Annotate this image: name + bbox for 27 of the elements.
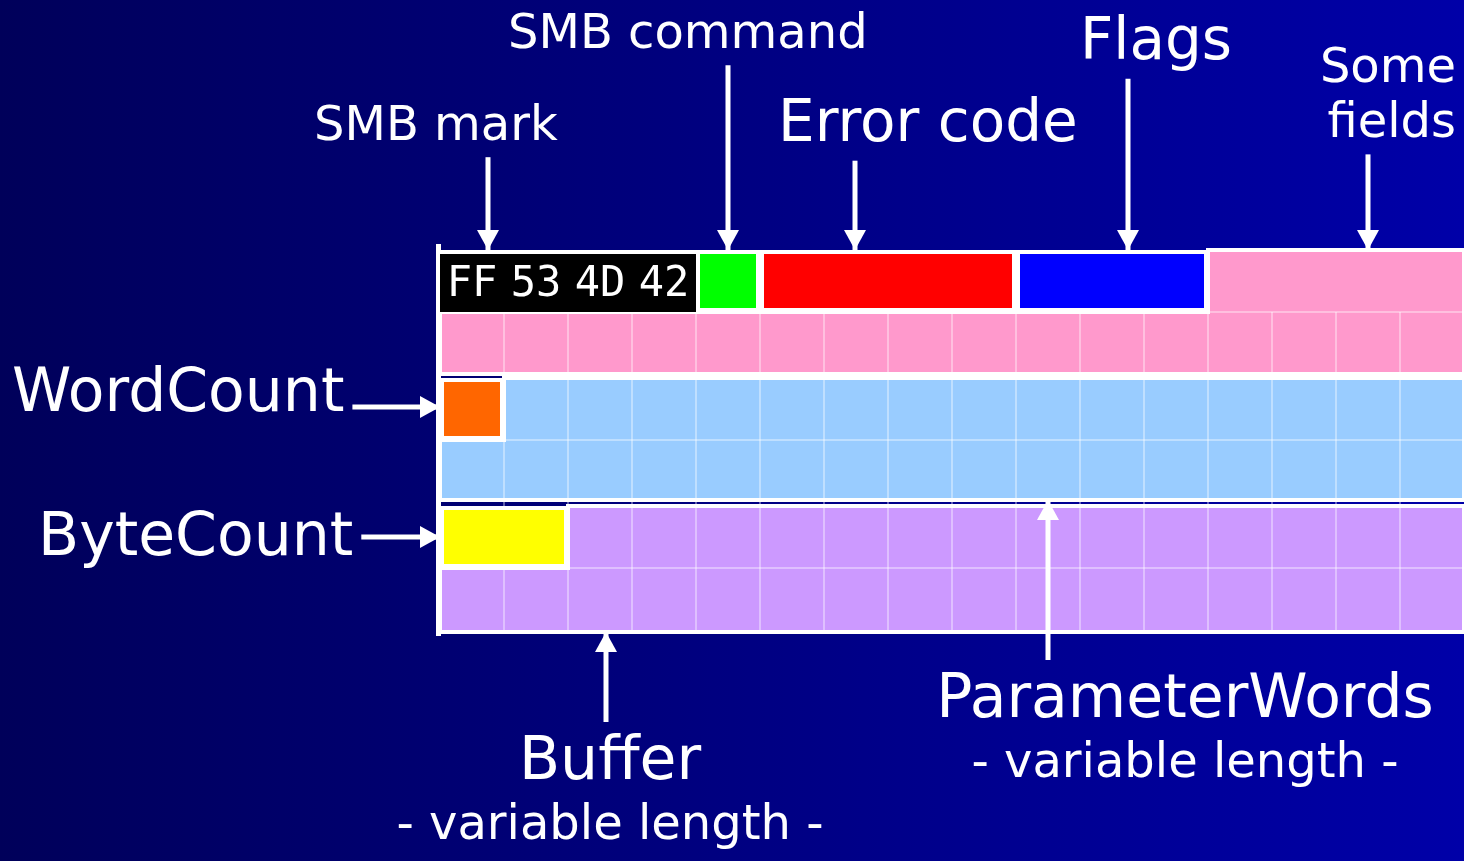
field-label: Buffer [517, 722, 703, 794]
smb-mark-field [440, 250, 696, 312]
field-label: WordCount [12, 356, 345, 425]
hex-byte: 4D [573, 256, 627, 308]
field-label: Error code [778, 88, 1078, 155]
field-label: ParameterWords [935, 660, 1435, 732]
field-label: SMB mark [314, 96, 558, 152]
hex-byte: 53 [509, 256, 563, 308]
field-description: - variable length - [970, 732, 1400, 790]
field-label: Some fields [1300, 38, 1456, 149]
leader-arrow [477, 157, 499, 250]
leader-arrow [844, 160, 866, 250]
word-count-field [440, 378, 504, 440]
leader-arrow [1357, 154, 1379, 250]
hex-byte: 42 [637, 256, 691, 308]
command-field [696, 250, 760, 312]
leader-arrow [717, 65, 739, 250]
field-label: ByteCount [38, 500, 354, 569]
leader-arrow [1037, 500, 1059, 660]
leader-arrow [595, 632, 617, 722]
field-label: Flags [1080, 6, 1233, 73]
hex-byte: FF [445, 256, 499, 308]
field-label: SMB command [508, 4, 868, 60]
flags-field [1016, 250, 1208, 312]
field-description: - variable length - [395, 794, 825, 852]
leader-arrow [1117, 78, 1139, 250]
byte-count-field [440, 506, 568, 568]
